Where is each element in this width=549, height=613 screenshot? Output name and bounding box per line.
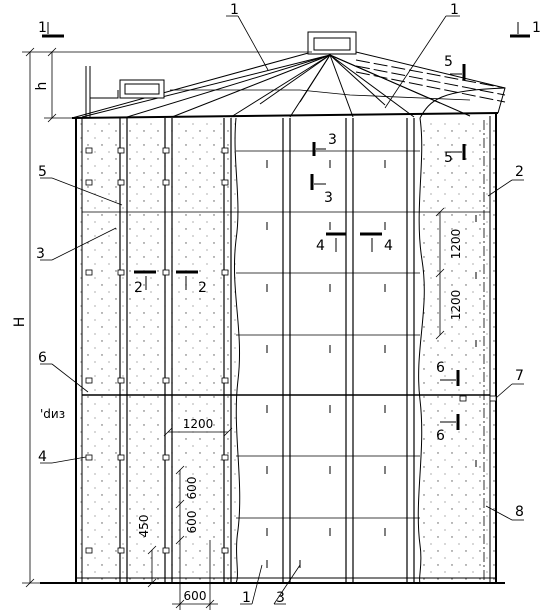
vertical-columns [119,118,415,583]
cutaway-lines [233,117,425,584]
section-markers [42,22,530,430]
callout-7: 7 [515,368,524,384]
section-5-top: 5 [444,54,453,70]
callout-3-left: 3 [36,246,45,262]
section-3-top: 3 [328,132,337,148]
silo-body [40,112,505,584]
callout-2: 2 [515,164,524,180]
leader-lines [40,15,524,605]
section-6-top: 6 [436,360,445,376]
callout-labels: 1 1 1 2 3 3 4 5 6 7 8 [36,2,524,606]
roof-hatch [119,79,165,99]
section-labels: 1 1 2 2 3 3 4 4 5 5 6 6 [38,20,541,444]
callout-1-roof-left: 1 [230,2,239,18]
dim-column-width-b: 600 [185,477,199,500]
vent-pipe [85,66,119,118]
dimension-labels: H h 1200 1200 1200 600 600 450 600 'dиз [12,82,463,603]
section-2-right: 2 [198,280,207,296]
dim-panel-width: 1200 [183,417,214,431]
top-hatch [307,31,357,55]
section-4-right: 4 [384,238,393,254]
dim-offset: 450 [137,515,151,538]
section-2-left: 2 [134,280,143,296]
dim-panel-height-upper: 1200 [449,229,463,260]
callout-5: 5 [38,164,47,180]
panel-seams [82,150,490,519]
callout-1-roof-right: 1 [450,2,459,18]
section-4-left: 4 [316,238,325,254]
section-6-bottom: 6 [436,428,445,444]
callout-4: 4 [38,449,47,465]
section-1-right: 1 [532,20,541,36]
section-1-left: 1 [38,20,47,36]
dim-column-width-a: 600 [185,511,199,534]
callout-3-bottom: 3 [276,590,285,606]
section-3-bottom: 3 [324,190,333,206]
dim-roof-rise: h [34,82,50,91]
side-note: 'dиз [40,407,65,421]
dim-bottom-width: 600 [184,589,207,603]
section-5-bottom: 5 [444,150,453,166]
panel-ticks [266,160,477,568]
callout-1-bottom: 1 [242,590,251,606]
dim-panel-height-lower: 1200 [449,290,463,321]
callout-6: 6 [38,350,47,366]
dim-overall-height: H [12,317,28,328]
column-clips [85,147,497,554]
dimension-lines [22,47,445,610]
callout-8: 8 [515,504,524,520]
